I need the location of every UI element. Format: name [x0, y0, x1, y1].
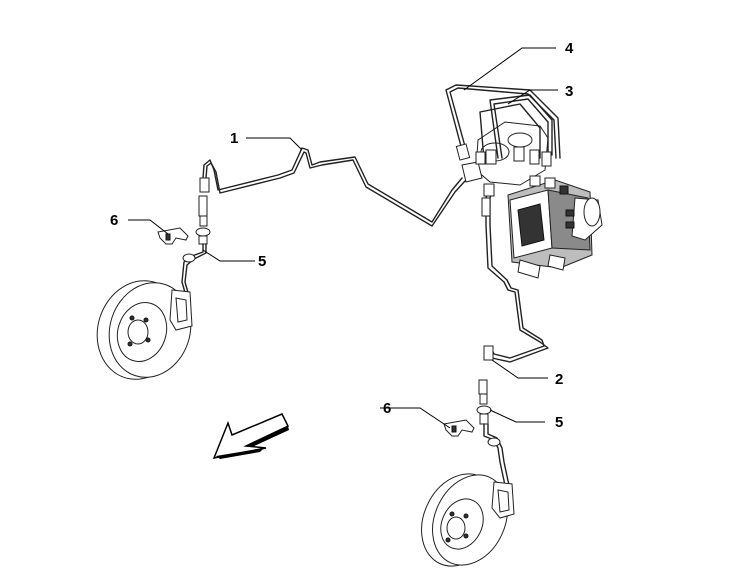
callout-5-rear: 5: [555, 414, 563, 431]
flexible-hose-front: [181, 195, 211, 297]
callout-6-front: 6: [110, 212, 118, 229]
brake-disc-front: [96, 280, 193, 380]
brake-pipe-1: [202, 147, 466, 227]
flexible-hose-rear: [476, 379, 511, 491]
abs-hydraulic-unit: [461, 121, 603, 279]
callout-5-front: 5: [258, 253, 266, 270]
brake-pipe-2: [485, 185, 549, 363]
leader-lines: [128, 47, 558, 429]
callout-1: 1: [230, 130, 238, 147]
pipe-fittings: [199, 143, 552, 361]
direction-arrow: [212, 413, 290, 459]
brake-disc-rear: [421, 473, 515, 567]
callout-2: 2: [555, 371, 563, 388]
callout-3: 3: [565, 83, 573, 100]
retaining-clip-front: [157, 227, 189, 245]
brake-pipe-4: [445, 84, 561, 159]
callout-6-rear: 6: [383, 400, 391, 417]
brake-pipe-3: [479, 94, 553, 161]
callout-4: 4: [565, 40, 574, 57]
retaining-clip-rear: [443, 419, 475, 437]
